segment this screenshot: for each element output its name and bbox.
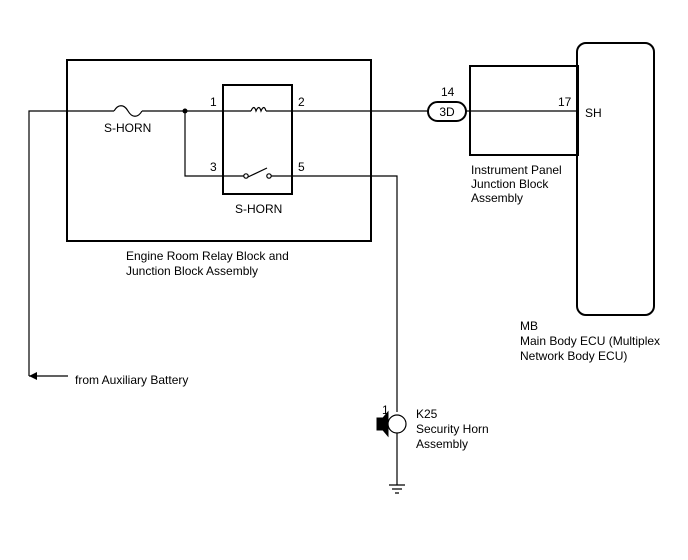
fuse-label: S-HORN [104,121,151,135]
instrument-panel-pin: 17 [558,95,572,109]
relay-coil-icon [250,106,267,113]
horn-body-icon [387,414,407,434]
horn-pin: 1 [382,403,389,417]
instrument-panel-label-line3: Assembly [471,191,523,205]
battery-label: from Auxiliary Battery [75,373,188,387]
fuse-symbol [113,105,143,117]
relay-label: S-HORN [235,202,282,216]
horn-code: K25 [416,407,438,421]
switch-blade [247,167,268,178]
horn-label-line2: Assembly [416,437,468,451]
horn-icon [376,410,389,438]
relay-pin-2: 2 [298,95,305,109]
relay-outline [222,84,293,195]
ecu-label-line1: Main Body ECU (Multiplex [520,334,660,348]
instrument-panel-label-line1: Instrument Panel [471,163,562,177]
branch-to-pin3-wire [184,111,223,177]
switch-contact-right [266,173,272,179]
relay-pin-3: 3 [210,160,217,174]
ecu-label-line2: Network Body ECU) [520,349,627,363]
switch-contact-left [243,173,249,179]
relay-block-label-line1: Engine Room Relay Block and [126,249,289,263]
battery-wire [28,110,114,376]
relay-to-horn-wire [292,175,398,412]
instrument-panel-label-line2: Junction Block [471,177,549,191]
ecu-code: MB [520,319,538,333]
battery-arrow-icon [29,372,37,380]
ecu-outline [576,42,655,316]
ecu-terminal: SH [585,106,602,120]
ground-icon [389,484,405,494]
horn-label-line1: Security Horn [416,422,489,436]
relay-pin-5: 5 [298,160,305,174]
relay-pin-1: 1 [210,95,217,109]
connector-pin: 14 [441,85,455,99]
connector-code: 3D [439,105,455,119]
relay-block-outline [66,59,372,242]
relay-block-label-line2: Junction Block Assembly [126,264,258,278]
